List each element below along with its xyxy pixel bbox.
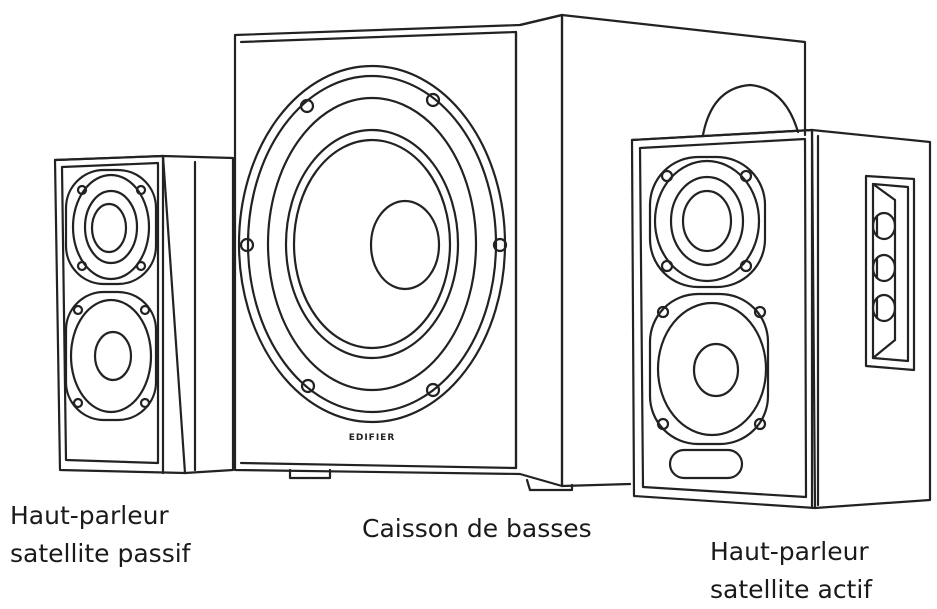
active-satellite-speaker [630, 128, 932, 510]
screw-icon [300, 378, 316, 394]
subwoofer-driver [237, 64, 508, 424]
subwoofer: EDIFIER [233, 13, 807, 492]
passive-satellite-speaker [53, 154, 235, 475]
subwoofer-dust-cap [369, 199, 441, 291]
screw-icon [72, 304, 84, 316]
passive-speaker-woofer [64, 290, 158, 422]
passive-speaker-front-inset [60, 161, 160, 465]
subwoofer-bass-port [701, 83, 800, 137]
screw-icon [739, 259, 753, 273]
subwoofer-label-line-1: Caisson de basses [362, 514, 592, 543]
screw-icon [656, 305, 670, 319]
subwoofer-foot-right [525, 478, 574, 492]
screw-icon [239, 237, 255, 253]
passive-speaker-label-line-2: satellite passif [10, 539, 191, 568]
knob-icon [871, 293, 897, 323]
subwoofer-foot-left [288, 468, 332, 480]
screw-icon [492, 237, 508, 253]
subwoofer-side-bottom [560, 482, 632, 488]
active-speaker-label-line-1: Haut-parleur [710, 537, 869, 566]
screw-icon [656, 417, 670, 431]
subwoofer-front-panel [233, 13, 564, 488]
active-speaker-label-line-2: satellite actif [710, 575, 873, 604]
screw-icon [76, 184, 88, 196]
active-speaker-port [668, 448, 744, 480]
screw-icon [139, 397, 151, 409]
active-speaker-tweeter [648, 155, 767, 289]
screw-icon [425, 92, 441, 108]
passive-speaker-tweeter [64, 168, 158, 286]
active-speaker-front-panel [630, 128, 817, 510]
screw-icon [76, 260, 88, 272]
active-speaker-woofer [648, 292, 770, 446]
screw-icon [660, 169, 674, 183]
subwoofer-label: Caisson de basses [362, 510, 592, 548]
screw-icon [753, 305, 767, 319]
screw-icon [739, 169, 753, 183]
screw-icon [135, 184, 147, 196]
screw-icon [660, 259, 674, 273]
screw-icon [753, 417, 767, 431]
knob-icon [871, 211, 897, 241]
screw-icon [72, 397, 84, 409]
screw-icon [139, 304, 151, 316]
screw-icon [299, 98, 315, 114]
passive-speaker-front-panel [53, 154, 187, 475]
screw-icon [425, 382, 441, 398]
screw-icon [135, 260, 147, 272]
knob-icon [871, 253, 897, 283]
passive-speaker-label-line-1: Haut-parleur [10, 501, 169, 530]
active-speaker-front-inset [638, 137, 808, 499]
passive-speaker-label: Haut-parleur satellite passif [10, 497, 190, 573]
active-speaker-control-panel [864, 174, 916, 372]
brand-logo: EDIFIER [349, 433, 396, 443]
